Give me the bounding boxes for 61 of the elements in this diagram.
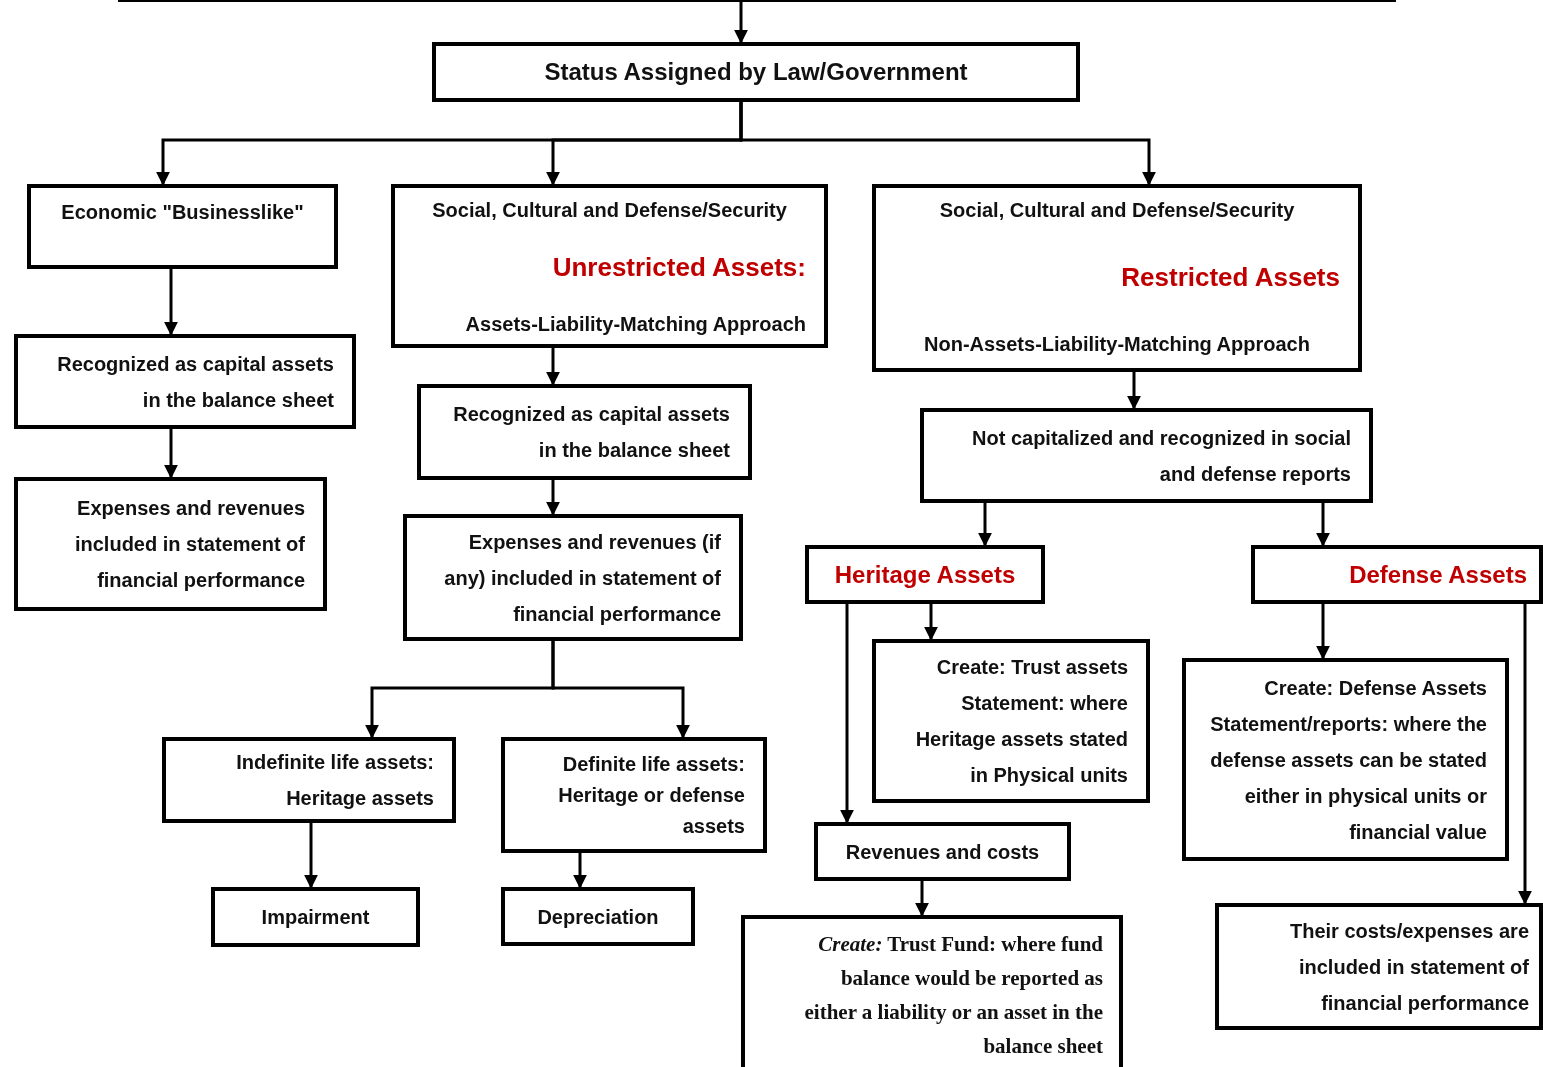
arrow (1316, 503, 1330, 547)
process-box (501, 887, 695, 946)
process-box (805, 545, 1045, 604)
arrow (546, 480, 560, 516)
box-text: Recognized as capital assets in the balance sheet (56, 351, 334, 413)
arrow (164, 269, 178, 336)
box-text: Status Assigned by Law/Government (543, 57, 969, 87)
process-box (741, 915, 1123, 1067)
process-box (814, 822, 1071, 881)
process-box (403, 514, 743, 641)
arrow (840, 604, 854, 824)
box-text: Assets-Liability-Matching Approach (464, 312, 806, 337)
box-text: Their costs/expenses are included in statement of financial performance (1289, 918, 1529, 1016)
arrow (924, 604, 938, 641)
box-text: Expenses and revenues (if any) included in statement of financial performance (443, 529, 721, 627)
box-heading: Unrestricted Assets: (551, 251, 806, 284)
process-box (432, 42, 1080, 102)
arrow (1127, 372, 1141, 410)
box-text: Not capitalized and recognized in social and defense reports (971, 425, 1351, 487)
box-text: Create: Trust assets Statement: where Heritage assets stated in Physical units (914, 655, 1128, 788)
box-text: Impairment (260, 905, 371, 930)
process-box (1182, 658, 1509, 861)
box-text: Definite life assets: Heritage or defense assets (557, 751, 745, 839)
box-heading: Defense Assets (1348, 559, 1527, 590)
arrow (551, 641, 690, 739)
process-box (501, 737, 767, 853)
process-box (872, 639, 1150, 803)
box-text: Create: Trust Fund: where fund balance would be reported as either a liability or an asset in the balance sheet (803, 931, 1103, 1060)
arrow (1316, 604, 1330, 660)
box-text: Expenses and revenues included in statement of financial performance (73, 496, 305, 593)
process-box (162, 737, 456, 823)
arrow (978, 503, 992, 547)
box-text: Indefinite life assets: Heritage assets (235, 750, 434, 811)
process-box (211, 887, 420, 947)
arrow (304, 823, 318, 889)
process-box (417, 384, 752, 480)
box-text: Social, Cultural and Defense/Security (431, 198, 788, 223)
process-box (27, 184, 338, 269)
arrow (546, 348, 560, 386)
box-text: Non-Assets-Liability-Matching Approach (923, 332, 1311, 357)
box-heading: Heritage Assets (833, 559, 1017, 590)
process-box (1251, 545, 1543, 604)
process-box (391, 184, 828, 348)
arrow (573, 853, 587, 889)
box-heading: Restricted Assets (1120, 261, 1340, 294)
arrow (915, 881, 929, 917)
process-box (14, 477, 327, 611)
arrow (739, 102, 1156, 186)
process-box (14, 334, 356, 429)
box-text: Create: Defense Assets Statement/reports: where the defense assets can be stated either in physical units or financial value (1209, 675, 1487, 845)
box-text: Social, Cultural and Defense/Security (938, 198, 1296, 223)
process-box (920, 408, 1373, 503)
box-text: Economic "Businesslike" (60, 200, 305, 225)
arrow (734, 2, 748, 44)
process-box (872, 184, 1362, 372)
box-text: Recognized as capital assets in the balance sheet (452, 402, 730, 463)
arrow (164, 429, 178, 479)
box-text: Depreciation (536, 904, 660, 930)
arrow (1518, 604, 1532, 905)
box-text: Revenues and costs (844, 839, 1041, 865)
process-box (1215, 903, 1543, 1030)
